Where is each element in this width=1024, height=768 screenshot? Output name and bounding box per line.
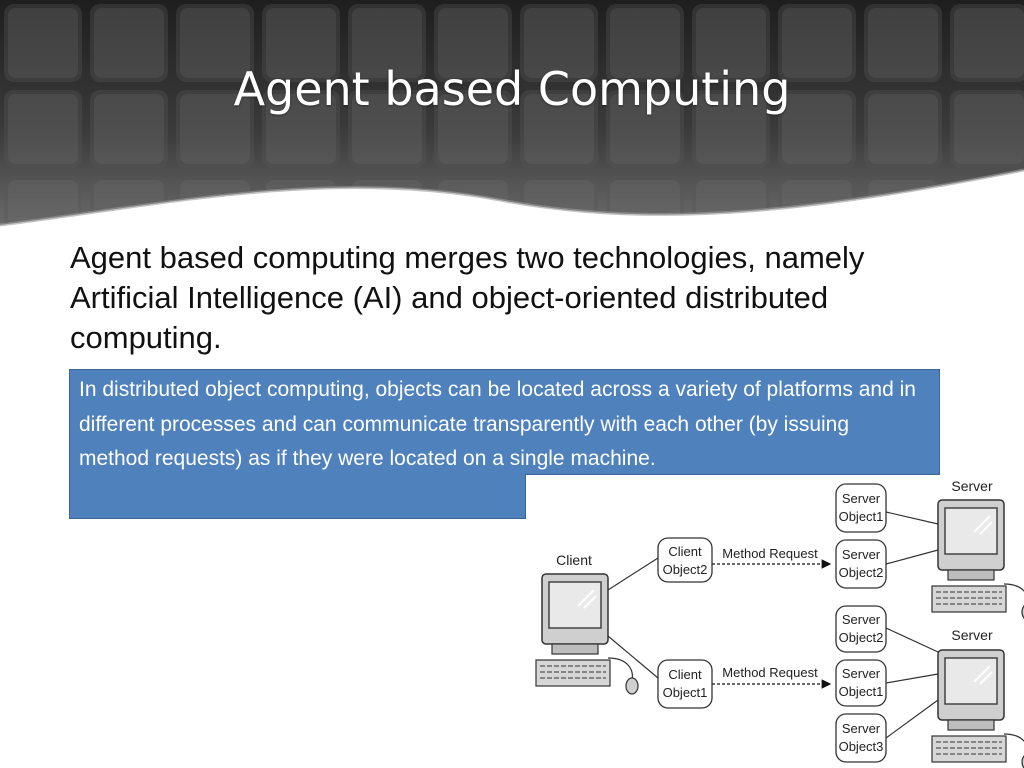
svg-text:Object1: Object1 [839,684,884,699]
svg-text:Object2: Object2 [663,562,708,577]
callout-background-tail [69,474,526,519]
svg-text:Object3: Object3 [839,739,884,754]
network-diagram: Client Server Server Method Request Meth… [535,478,1024,768]
svg-text:Object1: Object1 [839,509,884,524]
body-paragraph: Agent based computing merges two technol… [70,240,865,355]
svg-text:Server: Server [842,547,881,562]
client-object1-node: Client Object1 [657,659,713,709]
svg-text:Server: Server [842,721,881,736]
svg-text:Object2: Object2 [839,630,884,645]
client-computer-icon [535,573,639,695]
server-bottom-computer-icon [931,649,1024,768]
server-top-object2-node: Server Object2 [835,539,887,589]
svg-text:Server: Server [842,491,881,506]
svg-text:Object1: Object1 [663,685,708,700]
svg-text:Client: Client [668,544,702,559]
callout-text: In distributed object computing, objects… [79,378,916,470]
slide-title: Agent based Computing [233,62,791,116]
header-banner [0,0,1024,227]
callout-box: In distributed object computing, objects… [69,369,940,519]
method-request-label-bottom: Method Request [722,665,818,680]
method-request-label-top: Method Request [722,546,818,561]
svg-text:Object2: Object2 [839,565,884,580]
server-bottom-label: Server [951,627,993,643]
svg-text:Client: Client [668,667,702,682]
client-object2-node: Client Object2 [657,537,713,583]
server-top-computer-icon [931,499,1024,621]
server-bottom-object1-node: Server Object1 [835,659,887,707]
server-top-label: Server [951,478,993,494]
callout-background [69,369,940,475]
server-top-object1-node: Server Object1 [835,483,887,533]
server-bottom-object3-node: Server Object3 [835,713,887,763]
svg-text:Server: Server [842,666,881,681]
client-label: Client [556,552,592,568]
server-bottom-object2-node: Server Object2 [835,605,887,653]
svg-text:Server: Server [842,612,881,627]
